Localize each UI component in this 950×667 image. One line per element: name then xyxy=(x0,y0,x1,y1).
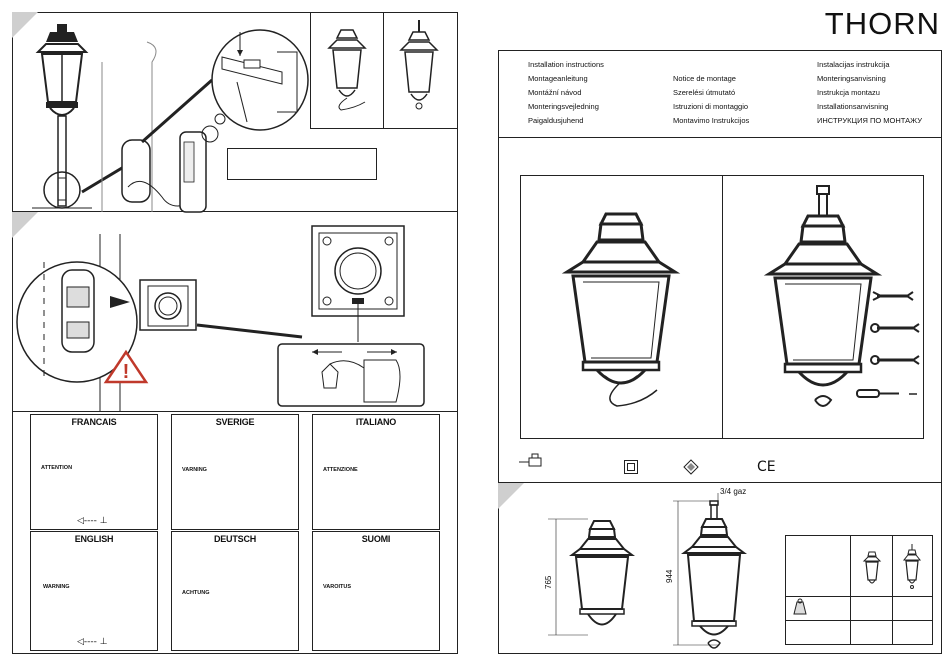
lantern-suspended-icon xyxy=(862,551,882,584)
lang-title: ITALIANO xyxy=(355,417,397,427)
language-grid: FRANCAIS ATTENTION ◁---- ⊥ SVERIGE VARNI… xyxy=(12,412,458,654)
arrow-left-icon xyxy=(110,296,130,308)
instructions-col-3: Instalacijas instrukcija Monteringsanvis… xyxy=(817,60,922,125)
instructions-col-1: Installation instructions Montageanleitu… xyxy=(528,60,604,125)
lang-box-francais: FRANCAIS ATTENTION ◁---- ⊥ xyxy=(30,414,158,530)
class-icon xyxy=(683,459,699,475)
cable-info-box xyxy=(227,148,377,180)
square-icon xyxy=(624,460,638,474)
lantern-variants-box xyxy=(310,12,458,129)
lang-warning: VAROITUS xyxy=(323,584,352,590)
car-icon xyxy=(61,269,95,353)
lantern-pole-icon xyxy=(902,544,922,589)
lang-box-suomi: SUOMI VAROITUS xyxy=(312,531,440,651)
dimensions-panel: 3/4 gaz 765 944 xyxy=(498,482,942,654)
warning-icon xyxy=(103,349,149,384)
instructions-col-2: Notice de montage Szerelési útmutató Ist… xyxy=(673,74,750,125)
lang-warning: WARNING xyxy=(43,584,70,590)
wrench-icon xyxy=(870,355,920,365)
product-box xyxy=(520,175,924,439)
lang-title: SUOMI xyxy=(361,534,391,544)
lang-title: SVERIGE xyxy=(215,417,255,427)
tools-illustration xyxy=(856,291,920,398)
brand-logo: THORN xyxy=(824,6,940,41)
height-label-b: 944 xyxy=(665,569,674,583)
wrench-icon xyxy=(870,323,920,333)
lock-icon xyxy=(519,453,542,467)
lantern-suspended-icon xyxy=(327,29,367,111)
height-label-a: 765 xyxy=(544,575,553,589)
lang-title: ENGLISH xyxy=(74,534,114,544)
dimensions-drawing xyxy=(548,493,747,649)
weight-table xyxy=(785,535,933,645)
pole-orientation-illustration: ! xyxy=(16,225,425,412)
lang-box-italiano: ITALIANO ATTENZIONE xyxy=(312,414,440,530)
connection-detail-illustration xyxy=(81,29,309,213)
step-corner-marker xyxy=(12,212,38,238)
lantern-pole-icon xyxy=(399,20,439,110)
thread-label: 3/4 gaz xyxy=(720,487,747,496)
right-page xyxy=(498,50,942,654)
left-page xyxy=(12,12,458,654)
ce-mark: CE xyxy=(757,459,776,475)
weight-icon xyxy=(793,598,807,615)
svg-text:!: ! xyxy=(123,361,130,383)
lang-box-english: ENGLISH WARNING ◁---- ⊥ xyxy=(30,531,158,651)
screwdriver-icon xyxy=(856,389,917,398)
lantern-suspended-large xyxy=(561,212,681,407)
step-1-panel xyxy=(12,12,458,213)
lang-warning: ATTENTION xyxy=(41,465,73,471)
pole-lantern-illustration xyxy=(32,24,92,209)
ground-symbol-icon: ◁---- ⊥ xyxy=(77,516,108,526)
ground-symbol-icon: ◁---- ⊥ xyxy=(77,637,108,647)
instructions-header: Installation instructions Montageanleitu… xyxy=(498,50,942,138)
lang-warning: VARNING xyxy=(182,467,207,473)
lang-warning: ATTENZIONE xyxy=(323,467,358,473)
lang-box-deutsch: DEUTSCH ACHTUNG xyxy=(171,531,299,651)
lang-title: FRANCAIS xyxy=(71,417,117,427)
step-corner-marker xyxy=(12,12,38,38)
wrench-icon xyxy=(872,291,914,301)
lantern-pole-large xyxy=(763,185,883,407)
lang-title: DEUTSCH xyxy=(213,534,257,544)
step-corner-marker xyxy=(498,483,524,509)
lang-box-sverige: SVERIGE VARNING xyxy=(171,414,299,530)
lang-warning: ACHTUNG xyxy=(182,590,210,596)
step-2-panel: ! xyxy=(12,212,458,412)
